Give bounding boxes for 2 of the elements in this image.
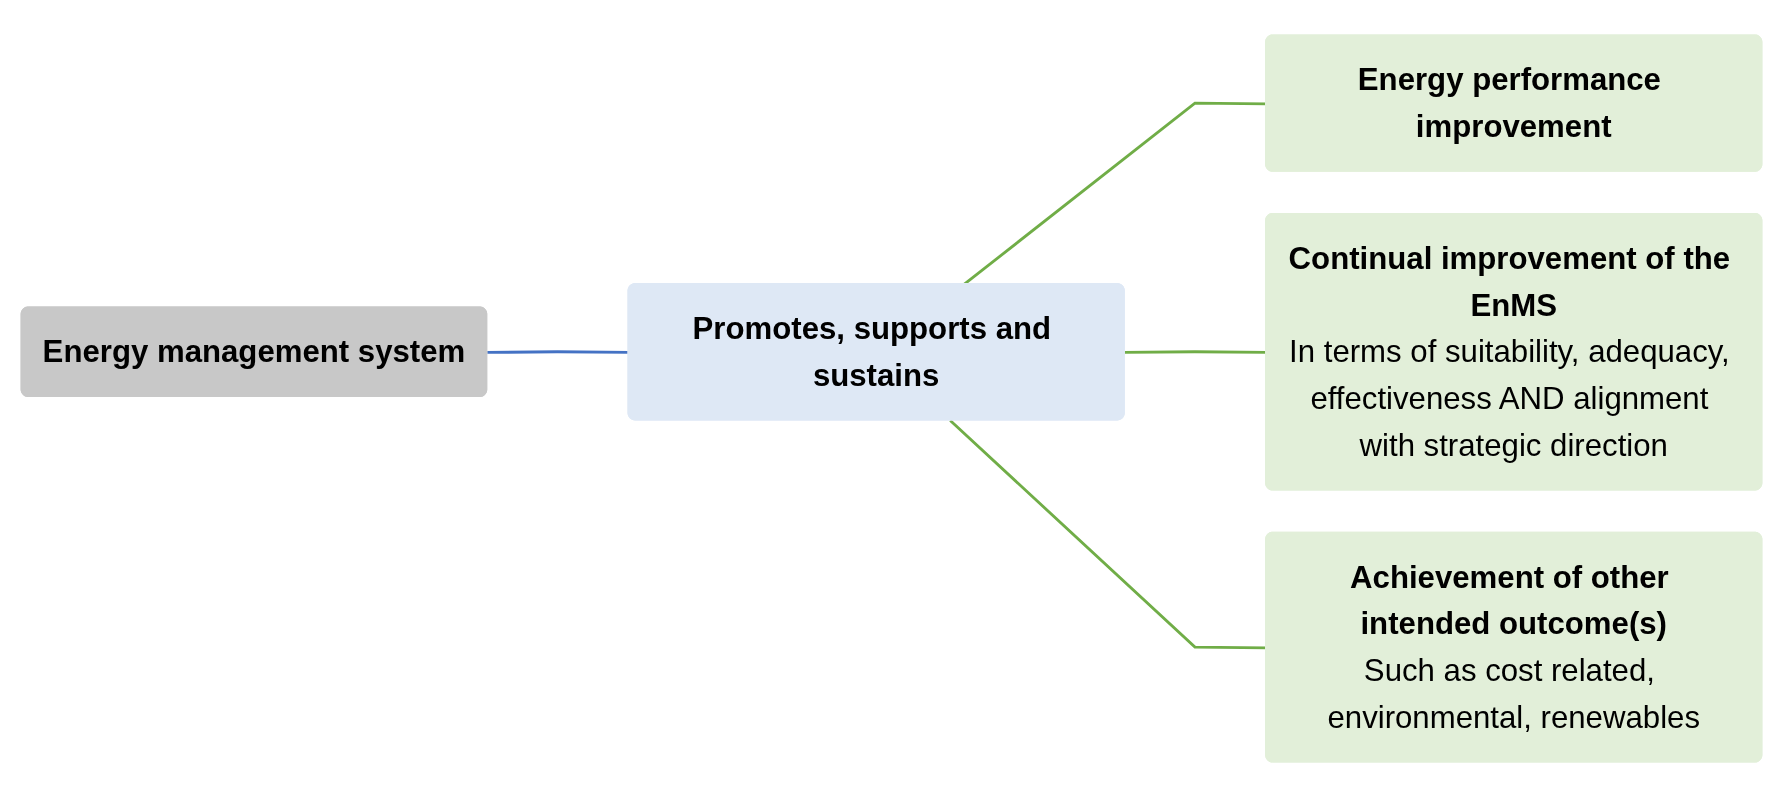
connector [487, 350, 629, 354]
flowchart: Energy management system Promotes, supports and sustains Energy performance improvement Continual improvement of the EnMS In terms of suitability, adequacy, effectiveness AND alignment with strategic direction Achievement of other intended outcome(s) Such as cost related, environmental, renewables [10, 10, 1773, 787]
